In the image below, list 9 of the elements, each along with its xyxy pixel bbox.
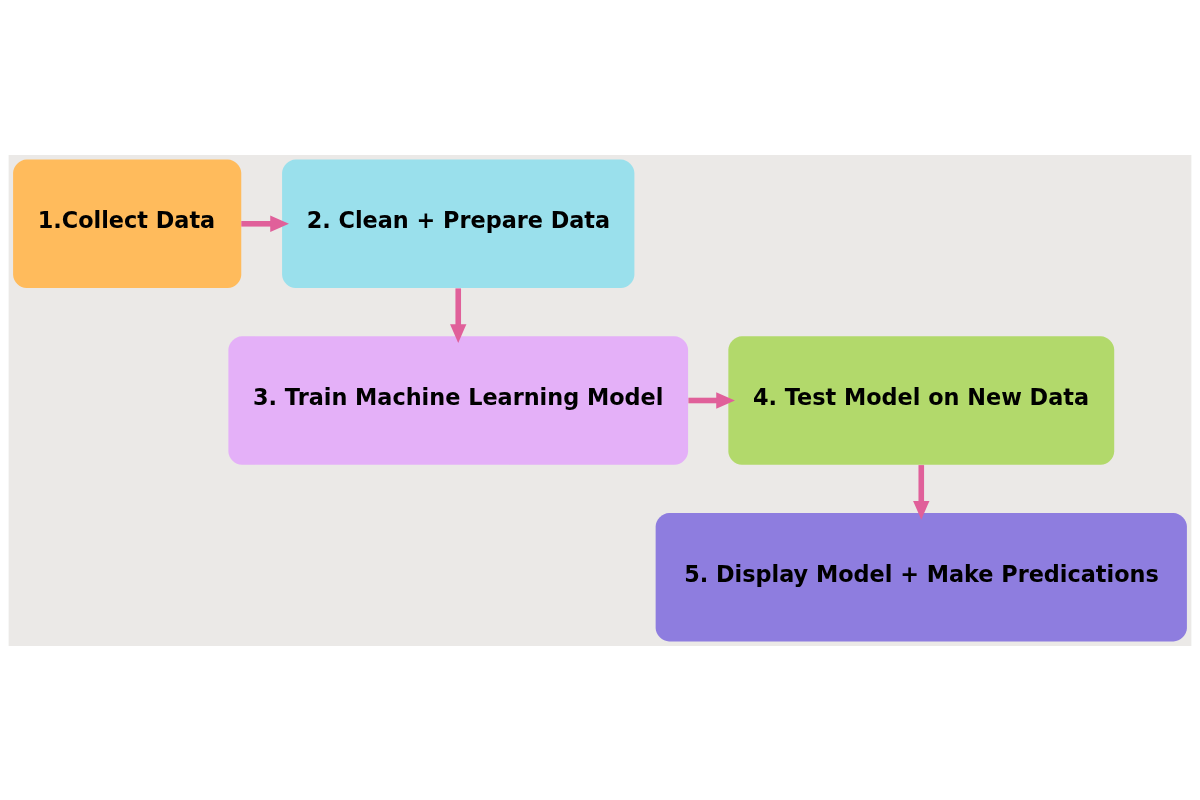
arrow [688,391,735,409]
arrow [241,215,289,232]
node-box: 4. Test Model on New Data [728,335,1115,465]
node-box: 5. Display Model + Make Predications [655,512,1187,642]
node-box: 1.Collect Data [13,158,242,288]
node-box: 3. Train Machine Learning Model [228,335,689,465]
arrow [450,287,467,343]
arrow [913,464,930,520]
node-box: 2. Clean + Prepare Data [282,158,635,288]
